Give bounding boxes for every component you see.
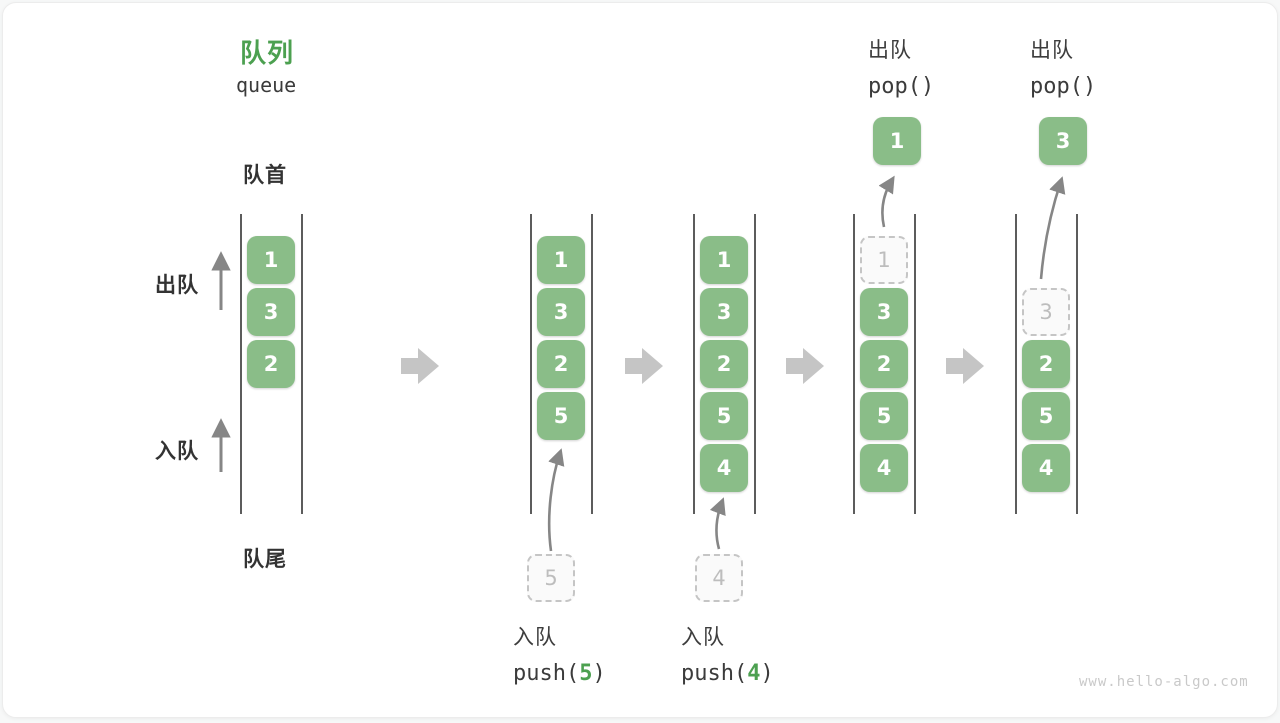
queue-item-box: 3	[247, 288, 295, 336]
op-label-pop-2: 出队 pop()	[1030, 34, 1096, 99]
op-code: pop()	[1030, 74, 1097, 99]
op-code: push(5)	[513, 661, 606, 686]
channel-right-wall	[754, 214, 756, 514]
queue-item-box: 5	[700, 392, 748, 440]
transition-arrow-1	[401, 348, 439, 384]
enqueue-side-label: 入队	[155, 439, 199, 463]
queue-item-box: 2	[537, 340, 585, 388]
transition-arrow-2	[625, 348, 663, 384]
channel-right-wall	[591, 214, 593, 514]
op-title: 出队	[868, 38, 912, 62]
channel-left-wall	[693, 214, 695, 514]
queue-item-box: 5	[860, 392, 908, 440]
pop-1-arrow	[878, 175, 895, 228]
transition-arrow-3	[786, 348, 824, 384]
queue-item-box: 2	[700, 340, 748, 388]
channel-right-wall	[1076, 214, 1078, 514]
op-label-push-4: 入队 push(4)	[681, 621, 774, 686]
queue-item-box: 1	[537, 236, 585, 284]
queue-item-box: 2	[860, 340, 908, 388]
queue-item-box: 5	[537, 392, 585, 440]
channel-left-wall	[1015, 214, 1017, 514]
channel-left-wall	[530, 214, 532, 514]
op-title: 入队	[681, 625, 725, 649]
incoming-item-box: 4	[695, 554, 743, 602]
queue-item-box: 3	[700, 288, 748, 336]
incoming-item-box: 5	[527, 554, 575, 602]
op-code: pop()	[868, 74, 935, 99]
channel-right-wall	[301, 214, 303, 514]
page-subtitle: queue	[236, 73, 297, 97]
queue-item-box: 3	[860, 288, 908, 336]
popped-item-box: 1	[873, 117, 921, 165]
queue-item-box: 4	[860, 444, 908, 492]
queue-front-label: 队首	[243, 163, 287, 187]
pop-3-arrow	[1039, 176, 1066, 280]
queue-rear-label: 队尾	[243, 547, 287, 571]
popped-item-box: 3	[1039, 117, 1087, 165]
channel-left-wall	[853, 214, 855, 514]
page-title: 队列	[240, 39, 295, 69]
dequeued-ghost-box: 1	[860, 236, 908, 284]
transition-arrow-4	[946, 348, 984, 384]
op-code-arg: 5	[579, 661, 593, 686]
push-4-arrow	[709, 497, 726, 550]
queue-item-box: 1	[700, 236, 748, 284]
dequeued-ghost-box: 3	[1022, 288, 1070, 336]
queue-item-box: 2	[247, 340, 295, 388]
channel-left-wall	[240, 214, 242, 514]
dequeue-side-label: 出队	[155, 273, 199, 297]
watermark: www.hello-algo.com	[1079, 674, 1249, 690]
queue-item-box: 1	[247, 236, 295, 284]
queue-item-box: 5	[1022, 392, 1070, 440]
queue-item-box: 4	[700, 444, 748, 492]
op-label-push-5: 入队 push(5)	[513, 621, 606, 686]
channel-right-wall	[914, 214, 916, 514]
queue-item-box: 4	[1022, 444, 1070, 492]
queue-item-box: 2	[1022, 340, 1070, 388]
op-code: push(4)	[681, 661, 774, 686]
queue-item-box: 3	[537, 288, 585, 336]
op-title: 出队	[1030, 38, 1074, 62]
op-code-arg: 4	[747, 661, 761, 686]
op-label-pop-1: 出队 pop()	[868, 34, 934, 99]
arrows-layer	[211, 175, 1066, 552]
op-title: 入队	[513, 625, 557, 649]
push-5-arrow	[547, 448, 565, 552]
